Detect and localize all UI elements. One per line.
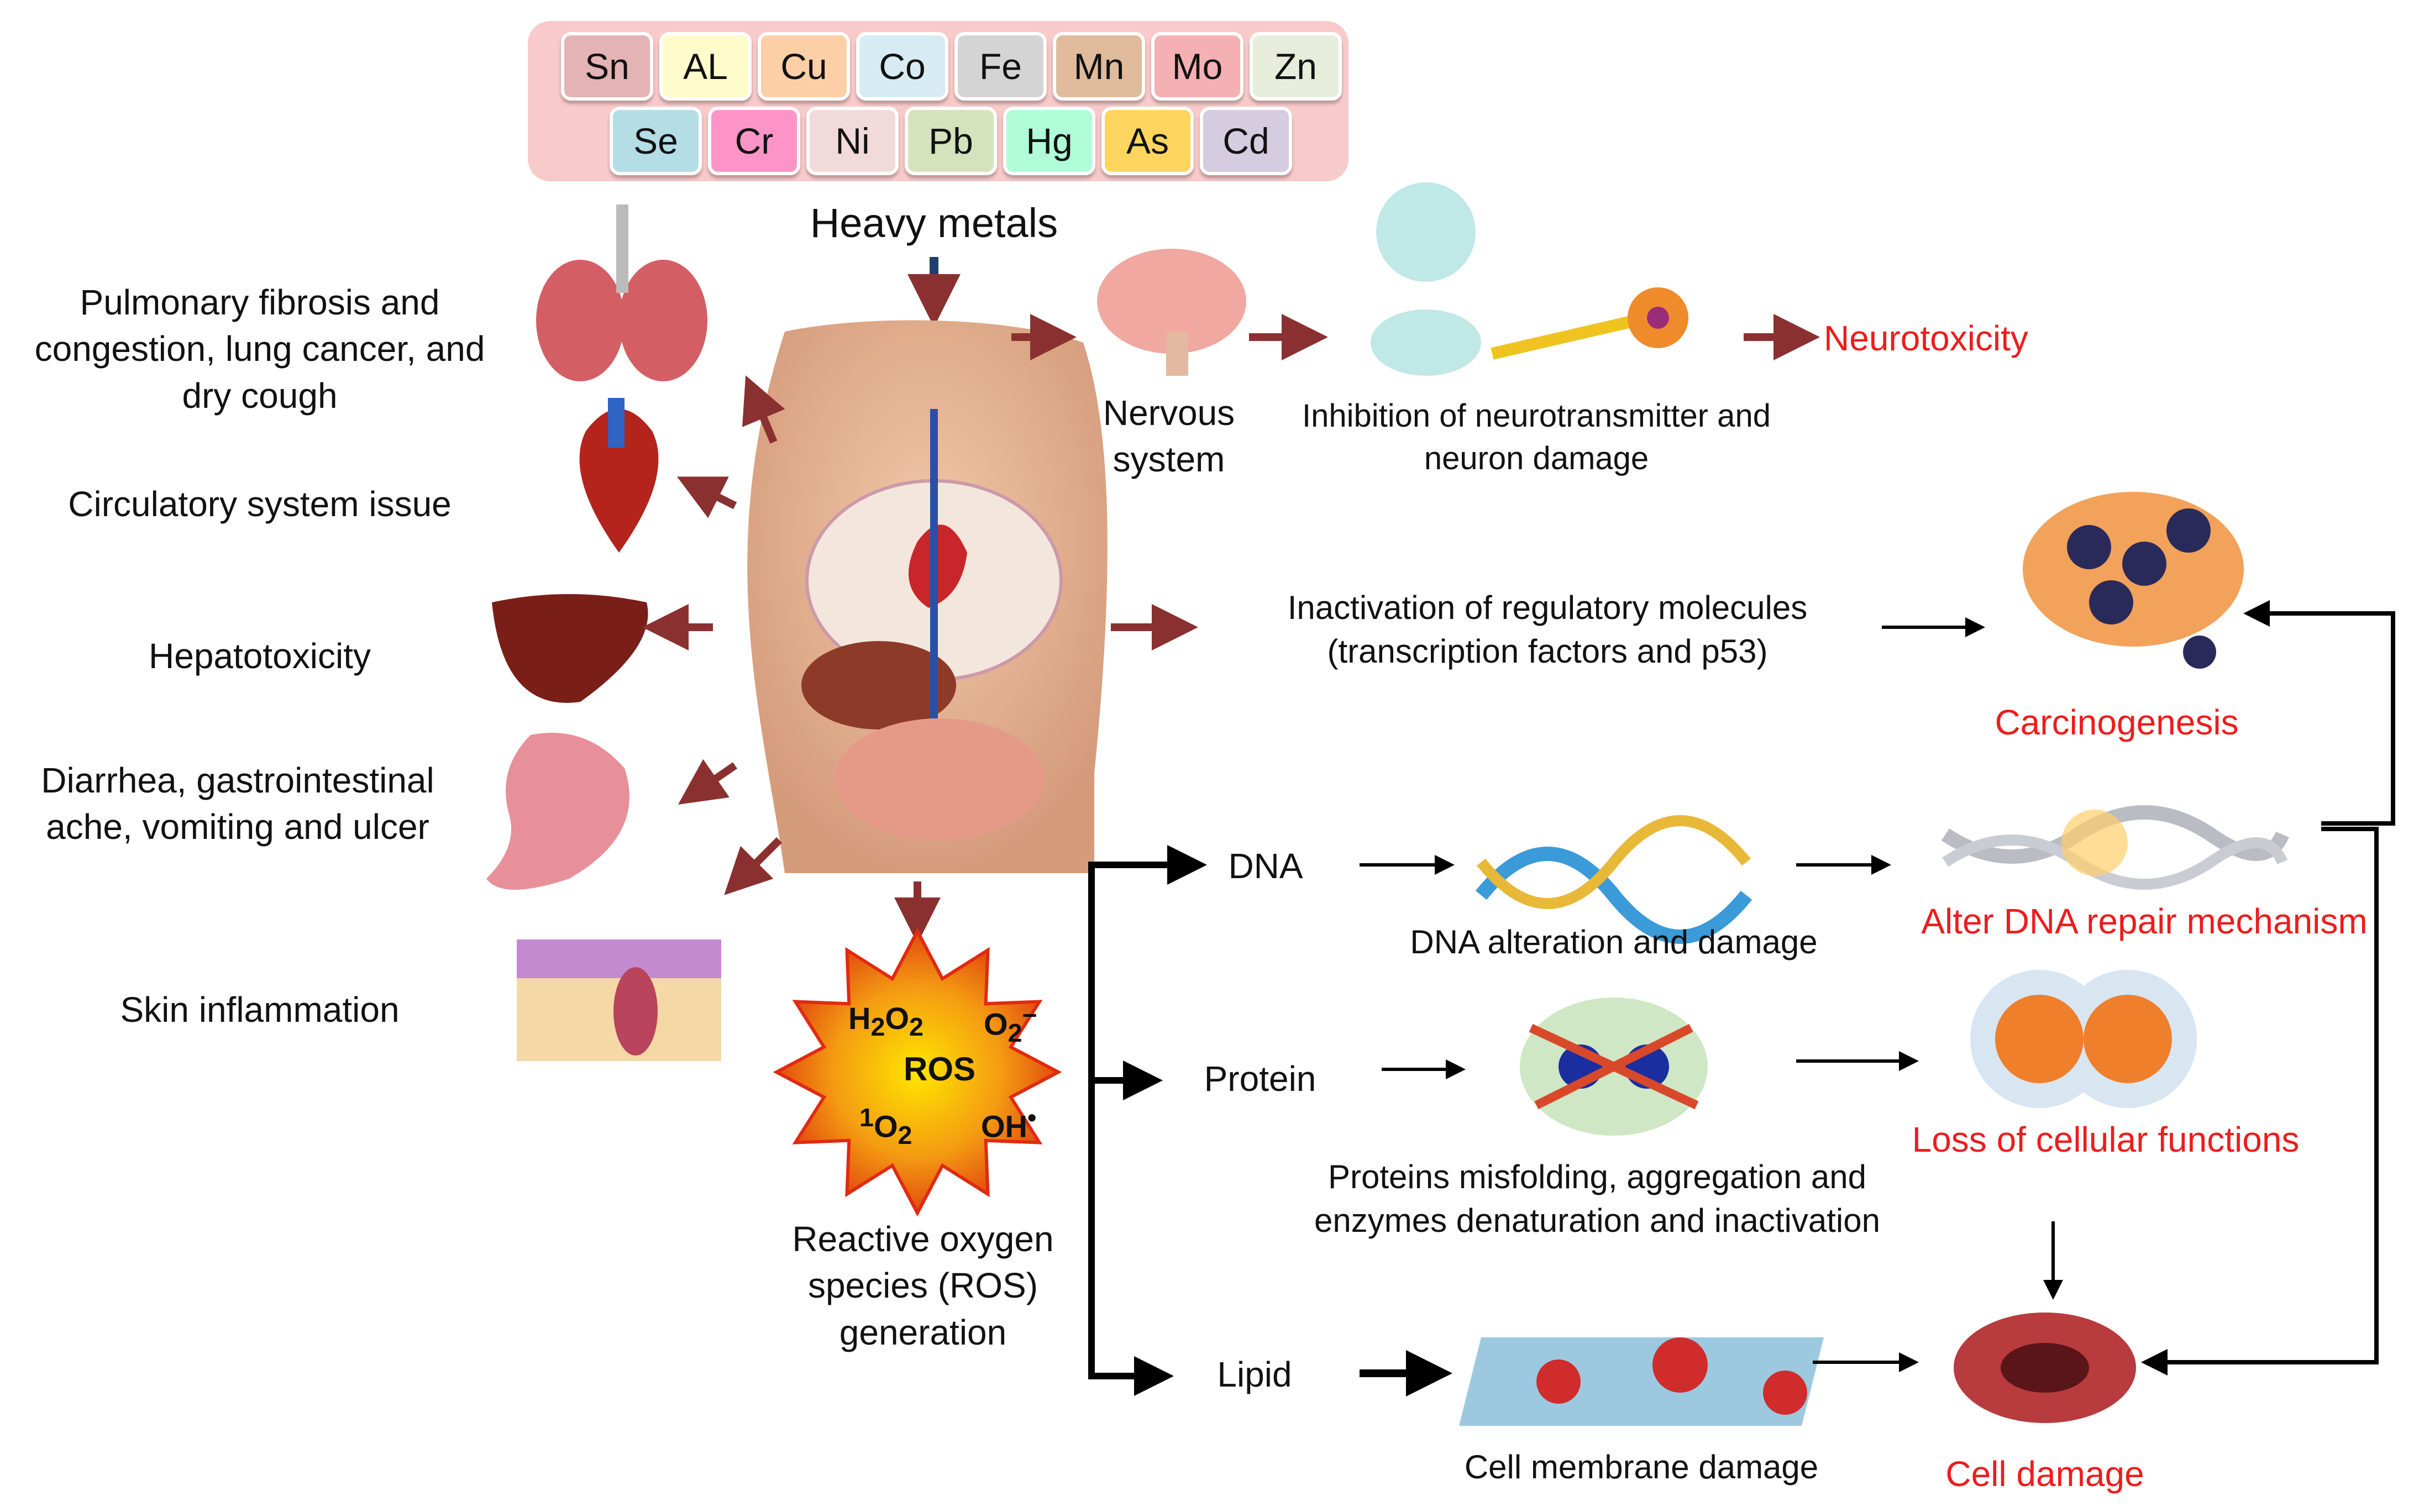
- protein-structure-icon: [1520, 998, 1708, 1136]
- human-torso-illustration: [747, 320, 1108, 873]
- metal-tile-mo: Mo: [1151, 32, 1243, 101]
- aggregated-cells-icon: [1970, 970, 2197, 1108]
- metal-tile-ni: Ni: [806, 107, 899, 175]
- metal-tile-as: As: [1101, 107, 1194, 175]
- stomach-icon: [486, 733, 629, 890]
- nervous-mechanism-label: Inhibition of neurotransmitter and neuro…: [1302, 398, 1771, 476]
- metal-tile-al: AL: [659, 32, 752, 101]
- metal-tile-cr: Cr: [708, 107, 800, 175]
- nervous-system-label: Nervous system: [1103, 393, 1235, 480]
- stomach-effect-label: Diarrhea, gastrointestinal ache, vomitin…: [41, 760, 434, 847]
- diagram-title: Heavy metals: [810, 200, 1058, 246]
- heart-effect-label: Circulatory system issue: [68, 484, 452, 524]
- dna-repair-outcome: Alter DNA repair mechanism: [1921, 901, 2368, 941]
- metal-tile-mn: Mn: [1053, 32, 1145, 101]
- cell-damage-outcome: Cell damage: [1945, 1454, 2144, 1494]
- dna-label: DNA: [1228, 846, 1303, 886]
- liver-icon: [492, 594, 648, 703]
- damaged-dna-icon: [1941, 805, 2289, 890]
- ros-generation-label: Reactive oxygen species (ROS) generation: [792, 1219, 1054, 1352]
- cellular-function-outcome: Loss of cellular functions: [1912, 1120, 2300, 1159]
- lung-effect-label: Pulmonary fibrosis and congestion, lung …: [34, 282, 485, 416]
- metal-tile-zn: Zn: [1250, 32, 1342, 101]
- dna-helix-icon: [1475, 815, 1752, 944]
- regulatory-mechanism-label: Inactivation of regulatory molecules (tr…: [1287, 589, 1808, 670]
- metal-tile-co: Co: [856, 32, 948, 101]
- ros-starburst: [773, 927, 1062, 1217]
- metal-tile-cd: Cd: [1200, 107, 1292, 175]
- lungs-icon: [536, 204, 707, 381]
- skin-layers-icon: [517, 939, 721, 1061]
- metal-tile-sn: Sn: [561, 32, 653, 101]
- ros-center-label: ROS: [904, 1051, 976, 1088]
- heart-icon: [579, 398, 659, 553]
- ros-hydroxyl: OH•: [981, 1103, 1037, 1144]
- metal-tile-cu: Cu: [758, 32, 850, 101]
- dna-mechanism-label: DNA alteration and damage: [1410, 923, 1818, 960]
- protein-label: Protein: [1204, 1059, 1316, 1099]
- cell-membrane-icon: [1459, 1337, 1824, 1426]
- liver-effect-label: Hepatotoxicity: [149, 636, 371, 676]
- ros-superoxide: O2−: [984, 1001, 1037, 1047]
- lipid-label: Lipid: [1217, 1355, 1292, 1394]
- cancer-cells-icon: [2023, 492, 2244, 669]
- metal-tile-se: Se: [610, 107, 702, 175]
- skin-effect-label: Skin inflammation: [120, 990, 400, 1030]
- synapse-neuron-icon: [1371, 182, 1688, 376]
- ros-singlet-oxygen: 1O2: [859, 1103, 912, 1149]
- metal-tile-pb: Pb: [905, 107, 997, 175]
- brain-icon: [1097, 249, 1246, 376]
- metal-tile-hg: Hg: [1003, 107, 1095, 175]
- damaged-cell-icon: [1954, 1313, 2136, 1423]
- neurotoxicity-outcome: Neurotoxicity: [1824, 318, 2028, 358]
- metal-tile-fe: Fe: [954, 32, 1047, 101]
- ros-h2o2: H2O2: [848, 1001, 923, 1042]
- lipid-mechanism-label: Cell membrane damage: [1464, 1448, 1819, 1485]
- protein-mechanism-label: Proteins misfolding, aggregation and enz…: [1314, 1158, 1880, 1240]
- carcinogenesis-outcome: Carcinogenesis: [1995, 702, 2239, 742]
